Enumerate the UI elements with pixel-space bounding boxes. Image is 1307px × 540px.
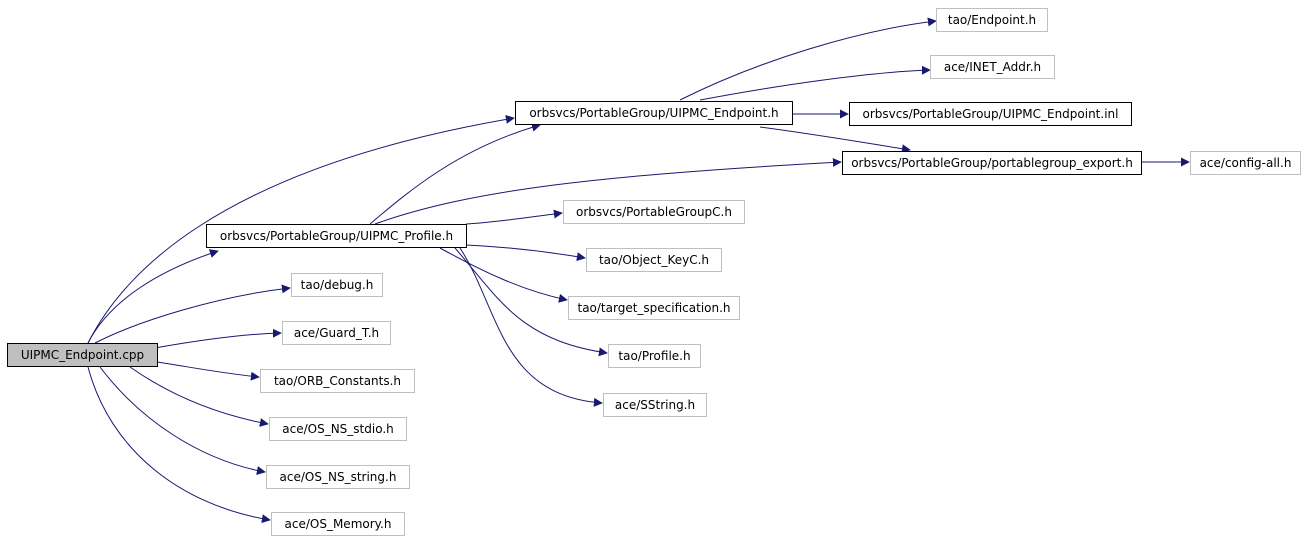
node-tao-object-keyc-h: tao/Object_KeyC.h <box>586 248 722 272</box>
node-tao-debug-h: tao/debug.h <box>291 273 383 297</box>
node-tao-orb-constants-h: tao/ORB_Constants.h <box>260 369 415 393</box>
node-ace-os-memory-h: ace/OS_Memory.h <box>271 512 405 536</box>
edge-root-to-uipmc-endpoint-h <box>87 114 515 344</box>
node-ace-sstring-h: ace/SString.h <box>603 393 707 417</box>
node-uipmc-endpoint-inl[interactable]: orbsvcs/PortableGroup/UIPMC_Endpoint.inl <box>849 102 1132 126</box>
root-file-uipmc-endpoint-cpp: UIPMC_Endpoint.cpp <box>7 343 158 367</box>
edge-root-to-orb-constants-h <box>156 361 260 381</box>
edge-profile-to-target-specification-h <box>439 247 568 303</box>
edge-root-to-uipmc-profile-h <box>87 249 219 344</box>
node-tao-endpoint-h: tao/Endpoint.h <box>936 8 1048 32</box>
node-ace-inet-addr-h: ace/INET_Addr.h <box>930 55 1055 79</box>
node-ace-guard-t-h: ace/Guard_T.h <box>282 321 391 345</box>
node-portablegroup-export-h[interactable]: orbsvcs/PortableGroup/portablegroup_expo… <box>842 151 1142 175</box>
node-ace-os-ns-string-h: ace/OS_NS_string.h <box>266 465 410 489</box>
edge-profile-to-portablegroupc-h <box>465 209 563 225</box>
edge-root-to-guard-t-h <box>154 328 282 349</box>
edge-endpoint-to-export-h <box>759 126 911 154</box>
edge-root-to-os-memory-h <box>87 366 271 524</box>
edge-profile-to-uipmc-endpoint-h <box>369 122 541 225</box>
node-tao-target-specification-h: tao/target_specification.h <box>568 296 740 320</box>
node-uipmc-endpoint-h[interactable]: orbsvcs/PortableGroup/UIPMC_Endpoint.h <box>515 101 793 125</box>
node-tao-profile-h: tao/Profile.h <box>608 344 701 368</box>
edge-endpoint-to-inet-addr-h <box>699 65 931 101</box>
node-ace-os-ns-stdio-h: ace/OS_NS_stdio.h <box>269 417 407 441</box>
edge-profile-to-object-keyc-h <box>465 244 586 262</box>
edge-endpoint-to-tao-endpoint-h <box>679 17 937 101</box>
node-uipmc-profile-h[interactable]: orbsvcs/PortableGroup/UIPMC_Profile.h <box>206 224 467 248</box>
edge-root-to-debug-h <box>94 284 291 344</box>
node-portablegroupc-h: orbsvcs/PortableGroupC.h <box>563 200 745 224</box>
edge-root-to-os-ns-string-h <box>99 366 266 475</box>
edge-profile-to-sstring-h <box>459 247 603 407</box>
node-ace-config-all-h: ace/config-all.h <box>1190 151 1301 175</box>
edge-profile-to-export-h <box>374 157 842 225</box>
edge-root-to-os-ns-stdio-h <box>129 366 269 427</box>
